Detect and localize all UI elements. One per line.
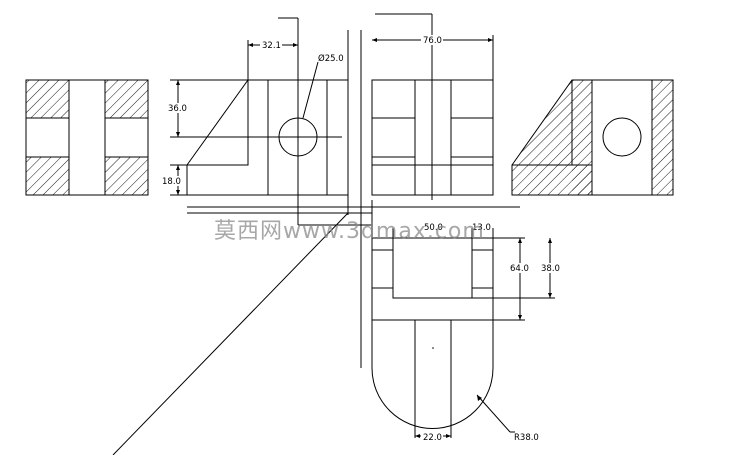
isometric-view bbox=[511, 79, 674, 196]
top-view bbox=[371, 228, 555, 438]
front-view bbox=[170, 17, 520, 225]
dim-22: 22.0 bbox=[423, 433, 442, 443]
center-mark bbox=[432, 347, 434, 349]
dim-18: 18.0 bbox=[162, 177, 181, 187]
dim-32-1: 32.1 bbox=[262, 41, 281, 51]
left-section-view bbox=[25, 79, 149, 196]
dim-38: 38.0 bbox=[541, 264, 560, 274]
watermark-text: 莫西网www.3dmax.com bbox=[214, 219, 485, 244]
dimension-labels: 32.1 Ø25.0 76.0 36.0 18.0 50.0 13.0 64.0… bbox=[160, 35, 561, 443]
dim-36: 36.0 bbox=[168, 104, 187, 114]
dim-13: 13.0 bbox=[472, 223, 491, 233]
dim-r38: R38.0 bbox=[514, 433, 539, 443]
dim-76: 76.0 bbox=[423, 36, 442, 46]
dim-50: 50.0 bbox=[424, 223, 443, 233]
dimension-arrows bbox=[176, 38, 552, 438]
dim-diameter-25: Ø25.0 bbox=[318, 53, 344, 64]
dim-64: 64.0 bbox=[510, 264, 529, 274]
